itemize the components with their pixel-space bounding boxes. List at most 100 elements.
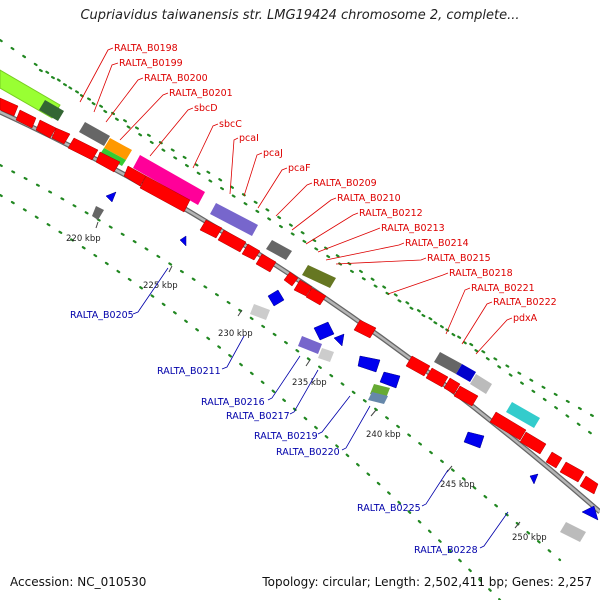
forward-leader-lines [79, 47, 513, 355]
feature-block-gray-4 [560, 522, 586, 542]
gene-label: RALTA_B0209 [313, 178, 377, 189]
reverse-gene-labels: RALTA_B0205 RALTA_B0211 RALTA_B0216 RALT… [70, 310, 478, 556]
feature-block-magenta [133, 155, 205, 205]
inner-dotted-ring-1 [0, 163, 562, 562]
leader-line [317, 395, 351, 435]
leader-line [335, 257, 427, 265]
tick-label: 220 kbp [66, 234, 101, 244]
gene-label: RALTA_B0228 [414, 545, 478, 556]
forward-cds-arrow [51, 127, 71, 145]
feature-block-gray-2 [266, 240, 292, 260]
forward-cds-arrow [139, 175, 191, 213]
feature-block-cyan [506, 402, 540, 428]
leader-line [267, 355, 301, 401]
tick-mark [514, 521, 521, 529]
leader-line [461, 301, 493, 345]
gene-label: RALTA_B0218 [449, 268, 513, 279]
forward-cds-arrow [95, 151, 121, 173]
reverse-leader-lines [132, 267, 509, 549]
gene-label: RALTA_B0201 [169, 88, 233, 99]
leader-line [341, 405, 371, 451]
tick-mark [168, 265, 173, 273]
gray-block [92, 206, 104, 220]
forward-cds-arrow [519, 431, 547, 455]
forward-cds-arrow [283, 271, 299, 287]
gene-label: pcaJ [263, 148, 283, 159]
feature-block-orange [104, 138, 132, 160]
forward-cds-arrow [305, 287, 327, 306]
gene-label: RALTA_B0212 [359, 208, 423, 219]
leader-line [479, 511, 509, 549]
gene-label: RALTA_B0214 [405, 238, 469, 249]
gene-label: pcaI [239, 133, 259, 144]
gene-label: RALTA_B0225 [357, 503, 421, 514]
forward-cds-arrow [35, 119, 57, 139]
leader-line [79, 47, 114, 103]
forward-cds-arrow [453, 385, 479, 407]
forward-cds-arrow [425, 367, 449, 388]
forward-cds-arrow [67, 137, 99, 161]
leader-line [119, 92, 169, 141]
leader-line [229, 137, 239, 195]
forward-cds-arrow [353, 319, 377, 339]
outer-dotted-ring-2 [38, 68, 600, 442]
leader-line [305, 212, 359, 245]
forward-cds-arrow [241, 243, 261, 261]
tick-label: 235 kbp [292, 378, 327, 388]
forward-cds-arrow [123, 165, 147, 187]
leader-line [275, 182, 313, 217]
reverse-cds-arrow [267, 289, 285, 307]
tick-label: 240 kbp [366, 430, 401, 440]
leader-line [221, 335, 245, 370]
leader-line [192, 123, 219, 169]
reverse-cds-arrow [581, 505, 599, 521]
leader-line [387, 272, 449, 295]
gene-label: RALTA_B0210 [337, 193, 401, 204]
steel-block [368, 392, 388, 404]
feature-block-gray-3 [434, 352, 462, 374]
gene-label: RALTA_B0221 [471, 283, 535, 294]
ruler-labels: 220 kbp 225 kbp 230 kbp 235 kbp 240 kbp … [66, 234, 547, 543]
dotted-rings [0, 38, 600, 600]
forward-cds-arrow [579, 475, 599, 495]
lightgray-block [318, 348, 334, 362]
leader-line [325, 242, 405, 261]
forward-cds-arrow [545, 451, 563, 469]
leader-line [257, 167, 288, 209]
gene-label: RALTA_B0199 [119, 58, 183, 69]
gene-label: RALTA_B0198 [114, 43, 178, 54]
feature-block-lightgray [470, 374, 492, 394]
tick-label: 225 kbp [143, 281, 178, 291]
leader-line [132, 267, 169, 315]
tick-mark [237, 309, 243, 317]
tick-mark [446, 465, 453, 473]
forward-cds-arrow [255, 253, 277, 273]
gene-label: RALTA_B0213 [381, 223, 445, 234]
gene-label: RALTA_B0205 [70, 310, 134, 321]
reverse-feature-blocks [92, 206, 390, 404]
gene-label: RALTA_B0200 [144, 73, 208, 84]
forward-cds-arrow [0, 97, 19, 117]
tick-label: 250 kbp [512, 533, 547, 543]
accession-text: Accession: NC_010530 [10, 575, 147, 589]
gene-label: RALTA_B0220 [276, 447, 340, 458]
gene-label: RALTA_B0216 [201, 397, 265, 408]
tick-mark [305, 359, 311, 367]
feature-block-purple-1 [210, 203, 258, 236]
feature-block-olive [302, 265, 336, 288]
forward-cds-arrow [489, 411, 527, 441]
gene-label: RALTA_B0215 [427, 253, 491, 264]
forward-cds-arrow [293, 279, 313, 297]
forward-cds-arrow [15, 109, 37, 129]
forward-cds-arrow [217, 229, 247, 253]
ruler [95, 221, 521, 529]
forward-cds-arrow [443, 377, 461, 395]
gene-label: pcaF [288, 163, 311, 174]
leader-line [421, 469, 449, 507]
reverse-cds-arrow [379, 371, 401, 389]
gene-label: pdxA [513, 313, 538, 324]
reverse-cds-arrow [529, 473, 539, 485]
gene-label: RALTA_B0222 [493, 297, 557, 308]
